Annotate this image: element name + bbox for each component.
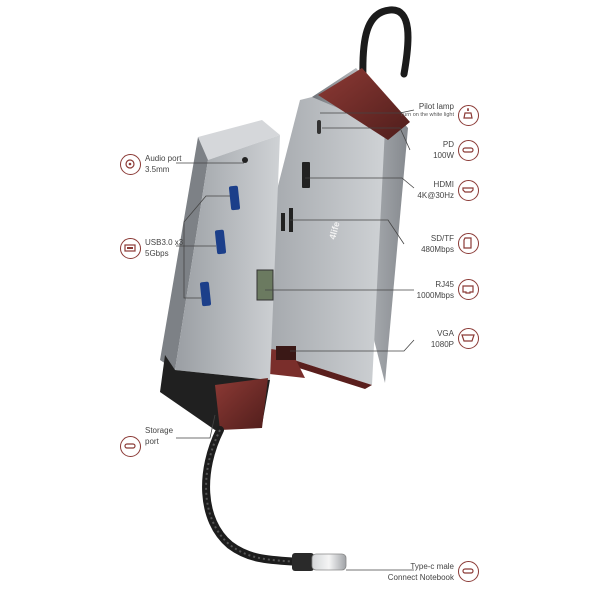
label-sub: 480Mbps	[421, 245, 454, 254]
leader-lines-right	[265, 109, 415, 571]
label-sub: 1080P	[430, 340, 454, 349]
brand-logo: 4life	[327, 221, 341, 241]
type-c-port	[317, 120, 321, 134]
label-sub: 3.5mm	[145, 165, 170, 174]
label-type-c-male: Type-c male Connect Notebook	[372, 561, 454, 583]
tf-slot	[281, 213, 285, 231]
type-c-plug	[292, 553, 347, 571]
type-c-port-icon	[458, 561, 479, 582]
storage-port-icon	[120, 436, 141, 457]
label-title: USB3.0 x3	[145, 238, 184, 247]
label-title: Audio port	[145, 154, 182, 163]
label-pd: PD 100W	[400, 139, 454, 161]
label-storage-port: Storage port	[145, 425, 173, 447]
label-sub: 100W	[433, 151, 454, 160]
lamp-icon	[458, 105, 479, 126]
label-usb3: USB3.0 x3 5Gbps	[145, 237, 183, 259]
top-cable	[359, 6, 412, 82]
label-title: Pilot lamp	[418, 102, 454, 111]
label-pilot-lamp: Pilot lamp Turn on the white light	[400, 101, 454, 119]
hub-left-body	[160, 120, 280, 430]
ethernet-port-icon	[458, 279, 479, 300]
label-sub: 4K@30Hz	[417, 191, 454, 200]
label-title: PD	[442, 140, 454, 149]
audio-port	[242, 157, 248, 163]
label-audio-port: Audio port 3.5mm	[145, 153, 181, 175]
hdmi-port-icon	[458, 180, 479, 201]
label-sub: port	[145, 437, 159, 446]
label-title: Type-c male	[410, 562, 454, 571]
usb-port-2	[214, 229, 227, 255]
label-sd-tf: SD/TF 480Mbps	[400, 233, 454, 255]
label-title: Storage	[145, 426, 174, 435]
label-rj45: RJ45 1000Mbps	[400, 279, 454, 301]
label-title: SD/TF	[430, 234, 454, 243]
label-sub: Turn on the white light	[400, 112, 454, 118]
usb-port-3	[199, 281, 212, 307]
bottom-cable	[202, 426, 304, 566]
hdmi-port	[302, 162, 310, 188]
usb-port-1	[228, 185, 241, 211]
vga-port	[276, 346, 296, 360]
leader-lines-left	[176, 162, 244, 439]
label-title: VGA	[437, 329, 454, 338]
sd-card-icon	[458, 233, 479, 254]
label-hdmi: HDMI 4K@30Hz	[400, 179, 454, 201]
label-sub: 5Gbps	[145, 249, 169, 258]
label-title: HDMI	[433, 180, 454, 189]
label-title: RJ45	[435, 280, 454, 289]
rj45-port	[256, 269, 274, 301]
vga-port-icon	[458, 328, 479, 349]
label-vga: VGA 1080P	[400, 328, 454, 350]
usb-port-icon	[120, 238, 141, 259]
label-sub: 1000Mbps	[416, 291, 454, 300]
type-c-port-icon	[458, 140, 479, 161]
label-sub: Connect Notebook	[387, 573, 454, 582]
audio-jack-icon	[120, 154, 141, 175]
